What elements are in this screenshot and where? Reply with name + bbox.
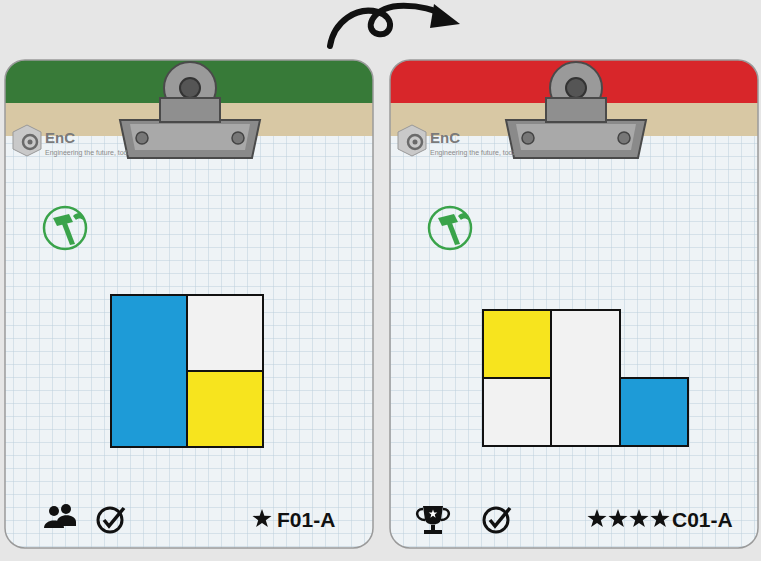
card-code: F01-A	[277, 508, 335, 531]
card-code: C01-A	[672, 508, 733, 531]
brand-tagline: Engineering the future, today.	[45, 149, 136, 157]
game-card: EnC Engineering the future, today. C01-A	[390, 60, 758, 548]
brand-tagline: Engineering the future, today.	[430, 149, 521, 157]
game-card: EnC Engineering the future, today. F01-A	[5, 60, 373, 548]
brand-name: EnC	[430, 130, 460, 147]
brand-name: EnC	[45, 130, 75, 147]
